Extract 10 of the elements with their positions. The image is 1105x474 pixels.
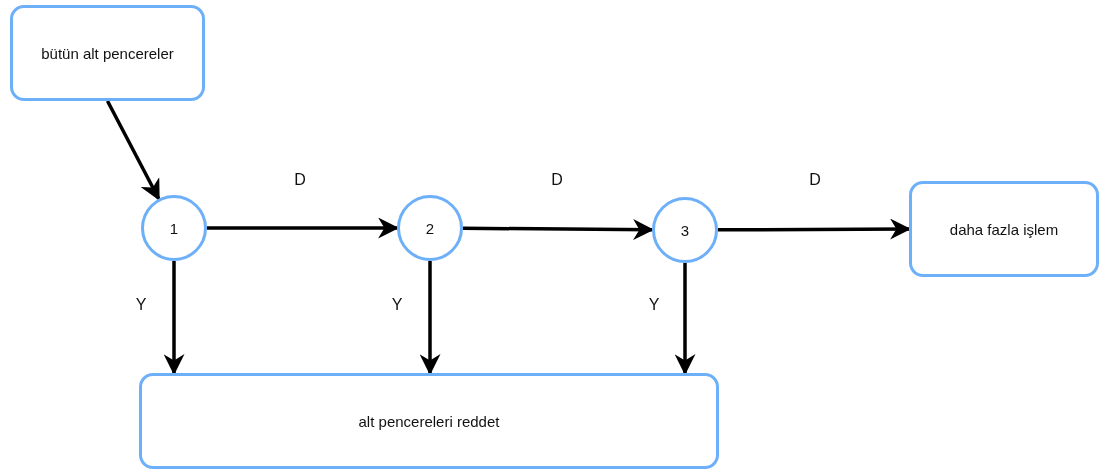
process-box [139,373,719,469]
arrow [105,100,161,201]
node-label: 3 [680,221,690,239]
process-box [909,181,1099,277]
process-box [10,5,205,101]
node-label: daha fazla işlem [949,220,1059,238]
node-label: alt pencereleri reddet [358,412,500,430]
node-label: 2 [425,219,435,237]
node-label: 1 [169,219,179,237]
node-label: bütün alt pencereler [41,44,174,62]
